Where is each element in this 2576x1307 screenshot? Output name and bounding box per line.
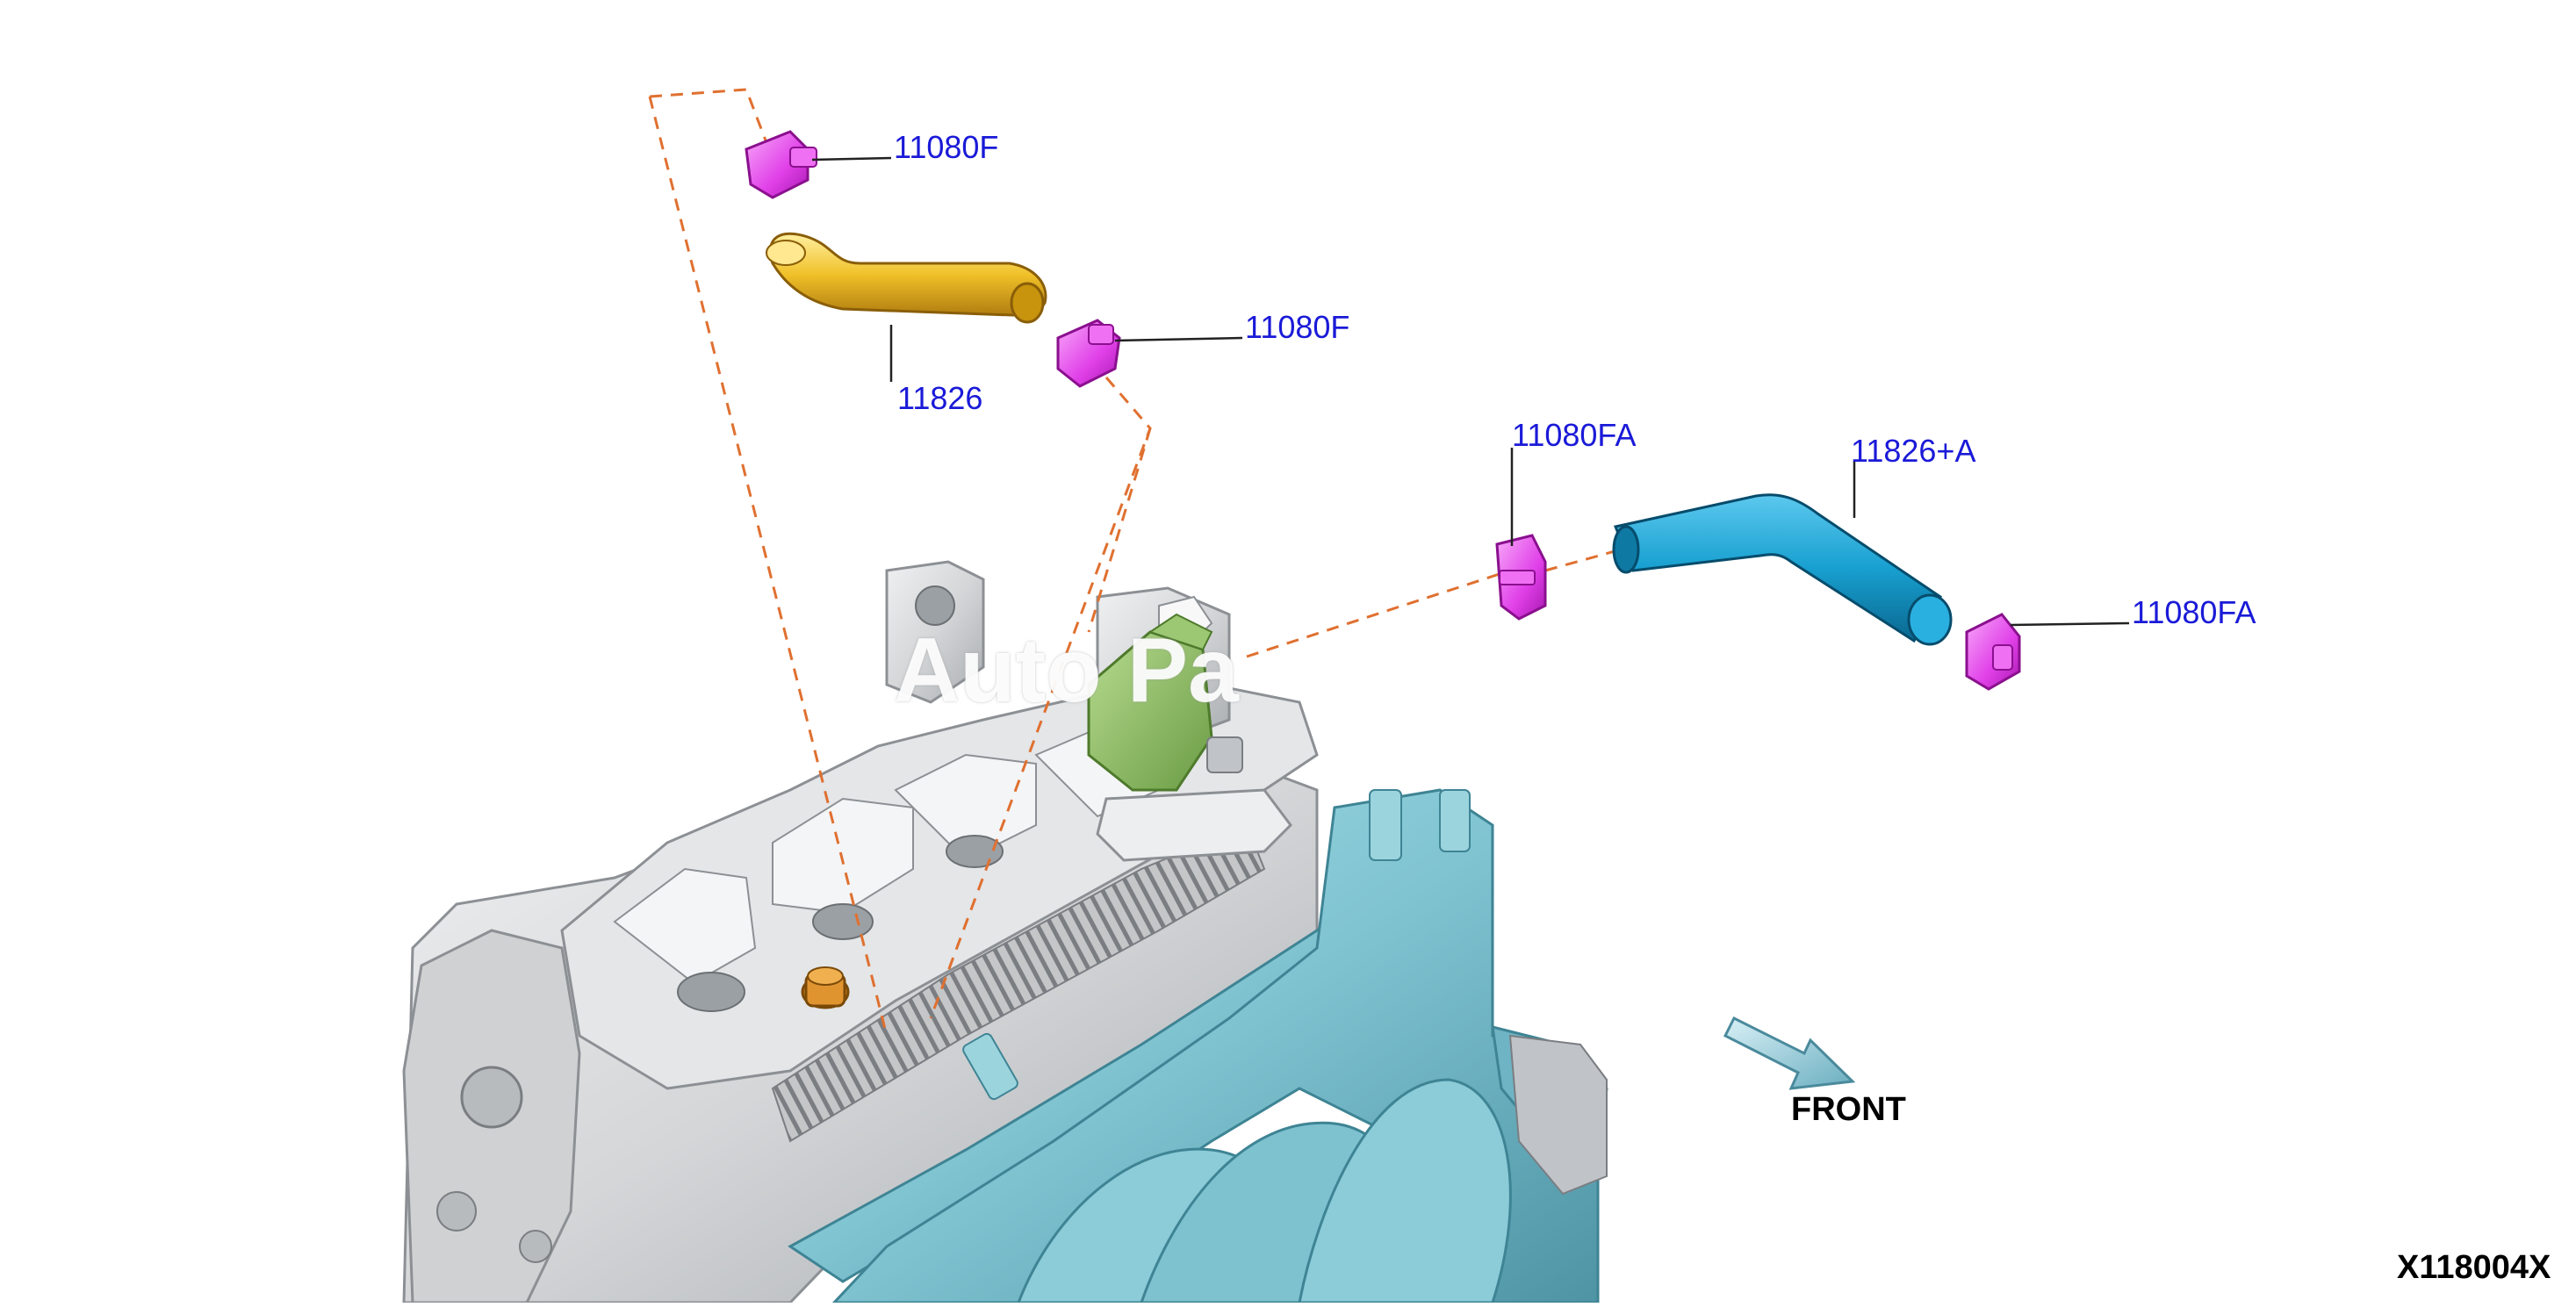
oil-cap-bolt (801, 966, 850, 1009)
callout-label-11826: 11826 (897, 380, 983, 416)
callout-label-11080fa-left: 11080FA (1512, 417, 1637, 453)
front-direction-label: FRONT (1791, 1091, 1906, 1128)
callout-label-11826a: 11826+A (1851, 433, 1976, 469)
callout-label-11080fa-right: 11080FA (2132, 594, 2256, 630)
assembly-dashed-lines (648, 88, 1625, 1037)
callout-label-11080f-top: 11080F (894, 129, 999, 165)
watermark-text: Auto Pa (894, 620, 1239, 722)
lower-breather-hose (1612, 493, 1953, 646)
intake-manifold (788, 788, 1608, 1304)
front-arrow-icon (1723, 1016, 1856, 1090)
callout-leader-lines (811, 156, 2130, 627)
hose-clamp-2 (1056, 319, 1121, 388)
hose-clamp-3 (1495, 534, 1547, 621)
callout-label-11080f-mid: 11080F (1245, 309, 1350, 345)
oil-separator (1087, 613, 1243, 792)
hose-clamp-1 (745, 130, 817, 199)
upper-breather-hose (766, 232, 1047, 324)
figure-id: X118004X (2397, 1249, 2551, 1286)
hose-clamp-4 (1965, 613, 2021, 691)
